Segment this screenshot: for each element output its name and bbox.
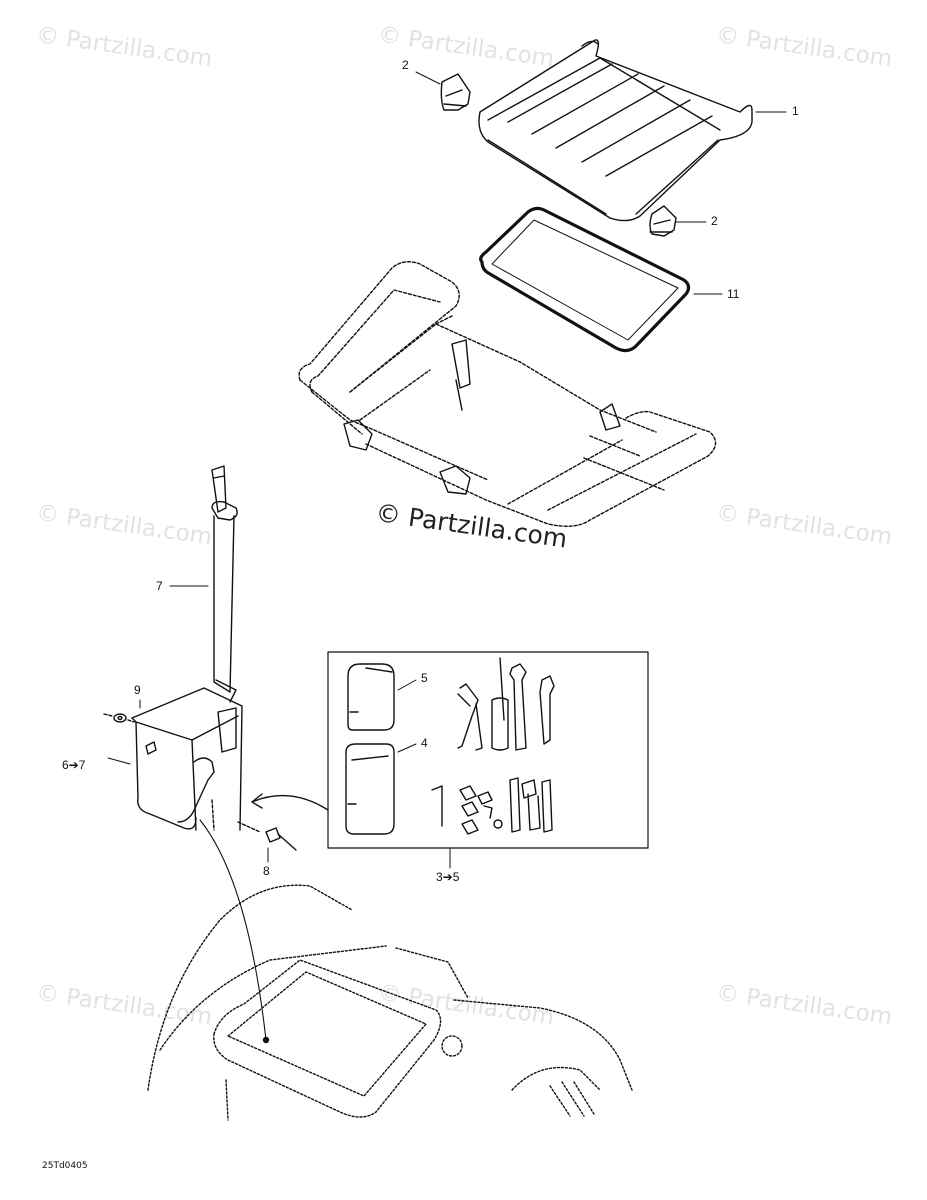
washer-icon bbox=[103, 713, 135, 723]
frame-icon bbox=[298, 261, 717, 527]
callout-2: 2 bbox=[711, 214, 718, 228]
leader-line bbox=[199, 819, 267, 1041]
callout-9: 9 bbox=[134, 683, 141, 697]
callout-3-to-5: 3➔5 bbox=[436, 870, 460, 884]
pliers-icon bbox=[457, 683, 483, 751]
hex-key-icon bbox=[431, 785, 443, 827]
toolkit-holder-icon bbox=[131, 687, 243, 831]
callout-1: 1 bbox=[792, 104, 799, 118]
connector-arrow bbox=[251, 794, 329, 811]
toolkit-frame bbox=[327, 651, 649, 849]
spark-plug-socket-icon bbox=[509, 777, 553, 833]
callout-11: 11 bbox=[727, 287, 740, 301]
callout-7: 7 bbox=[156, 579, 163, 593]
wrench-icon bbox=[509, 663, 555, 751]
toolbag-cover-icon bbox=[347, 663, 395, 731]
toolbag-icon bbox=[345, 743, 395, 835]
callout-6-to-7: 6➔7 bbox=[62, 758, 86, 772]
callout-5: 5 bbox=[421, 671, 428, 685]
callout-2: 2 bbox=[402, 58, 409, 72]
screwdriver-icon bbox=[491, 657, 509, 751]
callout-leaders bbox=[107, 71, 787, 869]
seat-clip-icon bbox=[440, 73, 471, 111]
frame-bracket-icon bbox=[343, 339, 621, 495]
drawing-code: 25Td0405 bbox=[42, 1161, 88, 1171]
strap-icon bbox=[211, 465, 238, 703]
seat-cushion-icon bbox=[478, 39, 753, 222]
fuse-icon bbox=[459, 785, 503, 835]
seat-gasket-icon bbox=[479, 206, 691, 353]
callout-8: 8 bbox=[263, 864, 270, 878]
arrow-head-icon bbox=[251, 793, 263, 809]
body-shell-icon bbox=[147, 884, 633, 1121]
seat-clip-icon bbox=[649, 205, 677, 237]
rivet-icon bbox=[211, 799, 297, 851]
leader-dot bbox=[262, 1036, 270, 1044]
callout-4: 4 bbox=[421, 736, 428, 750]
